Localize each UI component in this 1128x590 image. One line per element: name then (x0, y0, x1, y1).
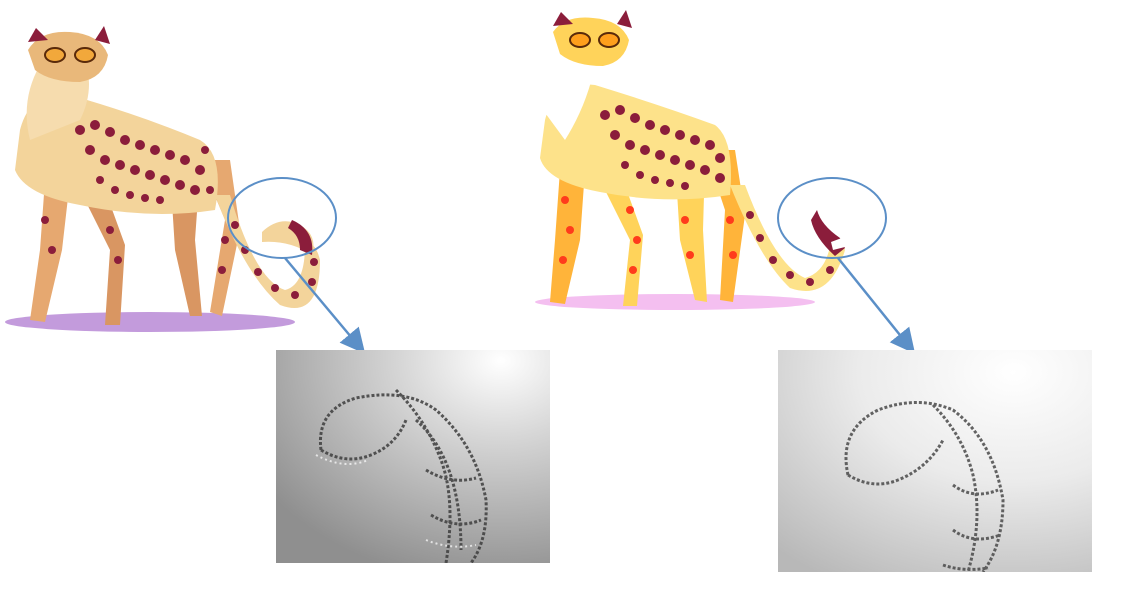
right-body (540, 84, 731, 200)
right-tail-spots (746, 211, 834, 286)
cheetah-illustration-icon (5, 26, 337, 332)
left-callout-circle (227, 177, 337, 259)
right-head (553, 17, 629, 66)
right-front-leg (550, 170, 585, 304)
right-callout-circle (777, 177, 887, 259)
right-tail-edge-map (778, 350, 1092, 572)
right-eye (569, 32, 591, 48)
right-ear (553, 12, 573, 26)
right-eye-2 (598, 32, 620, 48)
right-tail-band (831, 236, 849, 250)
right-tail (730, 185, 845, 291)
right-tail-tip (811, 210, 845, 256)
left-head (28, 31, 108, 82)
tail-edge-map-icon (778, 350, 1092, 572)
left-ear-2 (95, 26, 110, 44)
left-ear (28, 28, 48, 42)
right-cheetah-illustration (525, 10, 895, 320)
right-leg-spots (559, 196, 737, 274)
left-cheetah-illustration (0, 20, 360, 340)
left-spots (41, 120, 229, 274)
cheetah-illustration-icon (535, 10, 887, 310)
left-eye (44, 47, 66, 63)
left-eye-2 (74, 47, 96, 63)
right-chest (542, 60, 595, 140)
right-ear-2 (617, 10, 632, 28)
right-spots (600, 105, 725, 190)
left-ground-shadow (5, 312, 295, 332)
right-ground-shadow (535, 294, 815, 310)
left-tail-tip-dark (288, 220, 313, 255)
tail-edge-map-icon (276, 350, 550, 563)
left-tail-edge-map (276, 350, 550, 563)
left-front-leg-2 (80, 190, 125, 325)
